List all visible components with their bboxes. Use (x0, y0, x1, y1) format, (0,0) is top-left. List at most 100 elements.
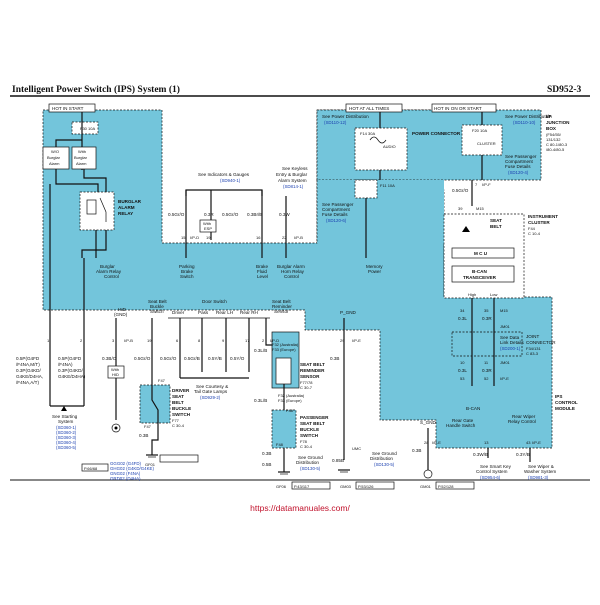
svg-text:Link Details: Link Details (500, 340, 524, 345)
svg-text:SENSOR: SENSOR (300, 374, 320, 379)
seat-belt-icon (462, 226, 470, 232)
svg-text:P_GND: P_GND (340, 310, 357, 315)
svg-text:SWITCH: SWITCH (172, 412, 191, 417)
svg-text:Switch: Switch (180, 274, 194, 279)
svg-text:Burglar: Burglar (74, 155, 88, 160)
svg-text:(SD360-2): (SD360-2) (56, 430, 77, 435)
svg-text:CONNECTOR: CONNECTOR (526, 340, 556, 345)
svg-text:JM01: JM01 (500, 360, 511, 365)
svg-text:0.5Gr/O: 0.5Gr/O (222, 212, 239, 217)
svg-text:See Power Distribution: See Power Distribution (505, 114, 552, 119)
svg-text:16: 16 (256, 235, 261, 240)
svg-text:Pass: Pass (198, 310, 209, 315)
svg-text:See Keyless: See Keyless (282, 166, 308, 171)
svg-text:Compartment: Compartment (505, 159, 534, 164)
svg-text:I/P-F: I/P-F (482, 182, 491, 187)
svg-text:P.66/68: P.66/68 (84, 466, 98, 471)
svg-text:I/P-E: I/P-E (500, 376, 509, 381)
svg-text:See Ground: See Ground (372, 451, 397, 456)
svg-text:M C U: M C U (474, 251, 488, 256)
page-code: SD952-3 (547, 85, 582, 95)
svg-text:F33 (Europe): F33 (Europe) (272, 347, 296, 352)
svg-text:I/P-E: I/P-E (432, 440, 441, 445)
svg-text:SEAT: SEAT (490, 218, 502, 223)
svg-text:2: 2 (80, 338, 83, 343)
svg-text:8: 8 (198, 338, 201, 343)
gm01-ref-box (435, 481, 475, 490)
hot-at-all-times-tag (345, 103, 403, 113)
svg-text:(SD360-4): (SD360-4) (56, 440, 77, 445)
svg-text:C 30-4: C 30-4 (172, 423, 185, 428)
svg-text:35: 35 (484, 308, 489, 313)
svg-text:Control System: Control System (476, 469, 508, 474)
source-url[interactable]: https://datamanuales.com/ (250, 503, 350, 513)
svg-text:0.3L/B: 0.3L/B (254, 348, 267, 353)
svg-text:Driver: Driver (172, 310, 185, 315)
svg-text:F32 (Australia): F32 (Australia) (272, 342, 299, 347)
svg-text:P.52/128: P.52/128 (438, 484, 454, 489)
svg-text:See Passenger: See Passenger (505, 154, 537, 159)
svg-text:F33 (Europe): F33 (Europe) (278, 398, 302, 403)
svg-text:IPS: IPS (555, 394, 562, 399)
svg-text:0.5Gr/B: 0.5Gr/B (184, 356, 200, 361)
svg-text:M15: M15 (500, 308, 509, 313)
svg-text:GM03: GM03 (340, 484, 352, 489)
svg-text:I/P-D: I/P-D (190, 235, 199, 240)
svg-text:Relay Control: Relay Control (508, 419, 536, 424)
svg-text:See Indicators & Gauges: See Indicators & Gauges (198, 172, 250, 177)
gm01-ground-icon (423, 469, 433, 479)
svg-text:BOX: BOX (546, 126, 557, 131)
svg-text:43: 43 (526, 440, 531, 445)
svg-text:SWITCH: SWITCH (300, 433, 319, 438)
svg-text:(SD110-10): (SD110-10) (513, 120, 536, 125)
svg-text:Handle Switch: Handle Switch (446, 423, 476, 428)
fuse-f11 (354, 179, 378, 199)
svg-text:C 30-4: C 30-4 (300, 444, 313, 449)
svg-text:I/P-E: I/P-E (532, 440, 541, 445)
svg-text:See Power Distribution: See Power Distribution (322, 114, 369, 119)
svg-text:MODULE: MODULE (555, 406, 575, 411)
svg-text:Distribution: Distribution (370, 456, 393, 461)
svg-text:0.85B: 0.85B (332, 458, 344, 463)
svg-text:TRANSCEIVER: TRANSCEIVER (463, 275, 497, 280)
hot-in-on-start-tag (431, 103, 497, 113)
svg-text:GHG02 (G4KD/G4KE): GHG02 (G4KD/G4KE) (110, 466, 154, 471)
svg-text:See Wiper &: See Wiper & (528, 464, 554, 469)
with-esp-box (199, 219, 217, 233)
svg-text:BUCKLE: BUCKLE (172, 406, 191, 411)
burglar-alarm-relay (79, 191, 115, 231)
svg-text:0.5B: 0.5B (262, 462, 271, 467)
svg-text:DRIVER: DRIVER (172, 388, 190, 393)
svg-text:P.43/117: P.43/117 (294, 484, 310, 489)
svg-text:REMINDER: REMINDER (300, 368, 325, 373)
svg-text:(GND): (GND) (114, 312, 128, 317)
reminder-sensor (275, 357, 292, 385)
engine-ground-list: GGG02 (G4FD) GHG02 (G4KD/G4KE) GNG02 (F4… (110, 461, 154, 481)
svg-text:0.5Y/B: 0.5Y/B (208, 356, 222, 361)
gf01-ref-box (159, 454, 199, 463)
svg-text:HOT IN ON OR START: HOT IN ON OR START (434, 106, 482, 111)
svg-text:Low: Low (490, 292, 497, 297)
svg-text:(SD120-4): (SD120-4) (508, 170, 529, 175)
svg-text:HOT AT ALL TIMES: HOT AT ALL TIMES (349, 106, 389, 111)
svg-text:Rear RH: Rear RH (240, 310, 258, 315)
svg-text:JOINT: JOINT (526, 334, 539, 339)
svg-text:ALARM: ALARM (118, 205, 135, 210)
svg-text:HID: HID (118, 307, 127, 312)
svg-text:BURGLAR: BURGLAR (118, 199, 142, 204)
svg-text:C 83-3: C 83-3 (526, 351, 539, 356)
svg-text:Fuse Details: Fuse Details (322, 212, 348, 217)
svg-text:Power: Power (368, 269, 381, 274)
svg-text:0.5Gr/O: 0.5Gr/O (452, 188, 469, 193)
svg-text:Distribution: Distribution (296, 460, 319, 465)
svg-text:6: 6 (176, 338, 179, 343)
svg-text:19: 19 (206, 235, 211, 240)
power-box-lower (317, 180, 444, 243)
svg-text:(SD360-3): (SD360-3) (56, 435, 77, 440)
svg-text:Control: Control (104, 274, 119, 279)
svg-text:13: 13 (484, 440, 489, 445)
svg-text:0.5P(G4FD: 0.5P(G4FD (58, 356, 82, 361)
svg-text:CLUSTER: CLUSTER (528, 220, 550, 225)
svg-text:/F4NA,A/T): /F4NA,A/T) (16, 380, 39, 385)
driver-buckle-labels: DRIVER SEAT BELT BUCKLE SWITCH F77 C 30-… (172, 388, 191, 428)
